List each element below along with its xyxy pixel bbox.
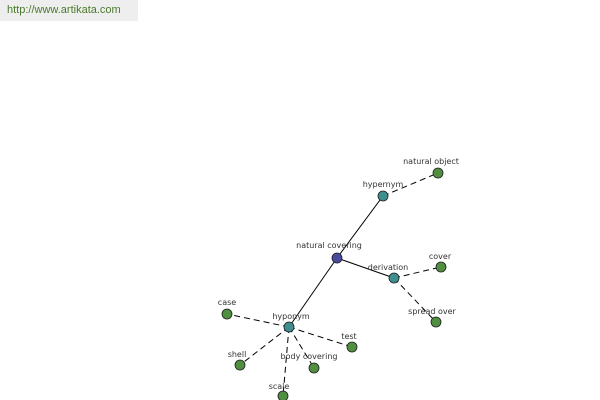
label-cover: cover [429,252,452,261]
term-edges [226,172,442,397]
label-hyponym: hyponym [272,312,310,321]
node-shell[interactable] [234,359,246,371]
edge-hyponym-body-covering [288,326,315,369]
label-scale: scale [269,382,290,391]
edge-derivation-cover [393,266,442,279]
label-hypernym: hypernym [363,180,404,189]
edge-root-hyponym [288,257,338,328]
label-test: test [341,332,356,341]
site-link[interactable]: http://www.artikata.com [0,0,138,21]
label-spread-over: spread over [408,307,456,316]
edge-root-hypernym [336,195,384,259]
edge-hyponym-case [226,313,290,328]
label-natural-object: natural object [403,157,459,166]
edge-hyponym-test [288,326,353,348]
node-spread-over[interactable] [430,316,442,328]
node-hypernym[interactable] [377,190,389,202]
label-root: natural covering [296,241,362,250]
node-derivation[interactable] [388,272,400,284]
edge-hyponym-shell [239,326,290,366]
label-body-covering: body covering [281,352,338,361]
label-shell: shell [228,350,247,359]
edge-hyponym-scale [282,326,290,397]
label-derivation: derivation [368,263,408,272]
node-case[interactable] [221,308,233,320]
edge-derivation-spread-over [393,277,437,323]
relation-edges [288,195,395,328]
node-body-covering[interactable] [308,362,320,374]
node-cover[interactable] [435,261,447,273]
node-scale[interactable] [277,390,289,400]
label-case: case [218,298,236,307]
node-natural-object[interactable] [432,167,444,179]
node-hyponym[interactable] [283,321,295,333]
node-test[interactable] [346,341,358,353]
edge-root-derivation [336,257,395,279]
node-root[interactable] [331,252,343,264]
